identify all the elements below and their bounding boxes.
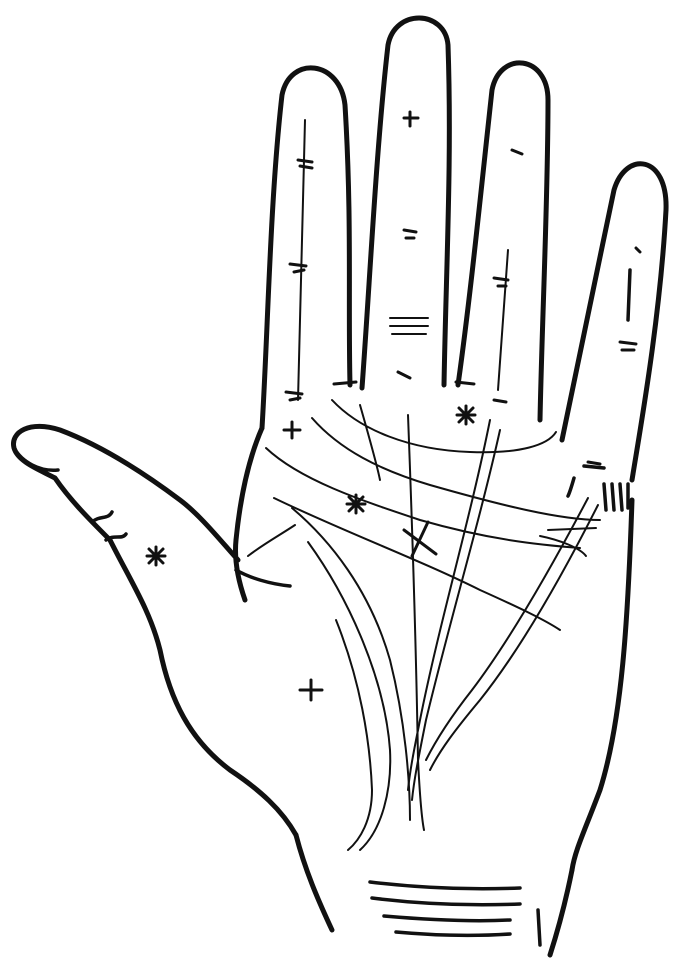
plus-mark-venus [300, 680, 322, 700]
index-root-cross [284, 422, 300, 438]
star-mark-ring-mount [457, 406, 475, 424]
sun-line-secondary [412, 430, 500, 800]
mars-line [336, 620, 372, 850]
ring-root-dash [456, 382, 474, 384]
bracelet-line [372, 898, 520, 905]
middle-finger-outline [362, 18, 449, 388]
life-line-inner [308, 542, 390, 850]
wrist-crease [538, 910, 540, 945]
thumb-wrinkle [92, 512, 112, 522]
ring-phalanx-line [498, 250, 508, 390]
star-mark-plain-of-mars [347, 495, 365, 513]
index-finger-outline [262, 68, 350, 428]
middle-base-mark [398, 372, 410, 378]
thumb-wrinkle [106, 534, 126, 540]
hand-outline [13, 18, 666, 955]
little-finger-outline [562, 164, 666, 480]
index-tip-mark [298, 160, 312, 168]
middle-tip-mark [404, 112, 418, 126]
wrist-left [296, 835, 332, 930]
little-root-dash [588, 462, 600, 464]
wrist-right [550, 870, 572, 955]
ring-finger-outline [458, 63, 548, 420]
thumb-outline [13, 426, 296, 835]
ring-root-dash [494, 400, 506, 402]
middle-middle-mark [404, 230, 416, 238]
bracelet-line [384, 916, 510, 921]
marks [147, 112, 640, 700]
health-line [430, 505, 598, 770]
health-line-secondary [426, 498, 588, 760]
thumb-web-crease [248, 525, 295, 556]
index-middle-mark [290, 264, 306, 272]
little-tip-mark [636, 248, 640, 252]
bracelet-line [396, 932, 510, 935]
middle-root-dash [334, 382, 356, 384]
middle-hatch [390, 318, 428, 334]
mercury-line [548, 528, 596, 530]
marriage-line [568, 478, 574, 496]
palm-right-edge [572, 500, 632, 870]
ring-tip-mark [512, 150, 522, 154]
mercury-hatch [604, 484, 628, 510]
sun-line [408, 420, 490, 790]
index-base-mark [286, 392, 302, 400]
cross-mark-palm [404, 522, 436, 556]
little-middle-mark [620, 342, 636, 350]
marriage-line [584, 466, 604, 468]
star-mark-thumb [147, 547, 165, 565]
thumb-base-crease [236, 570, 290, 586]
upper-palm-line [360, 405, 380, 480]
little-phalanx-line [628, 270, 630, 320]
bracelet-line [370, 882, 520, 889]
head-line-secondary [274, 498, 560, 630]
palm-lines [266, 400, 628, 850]
